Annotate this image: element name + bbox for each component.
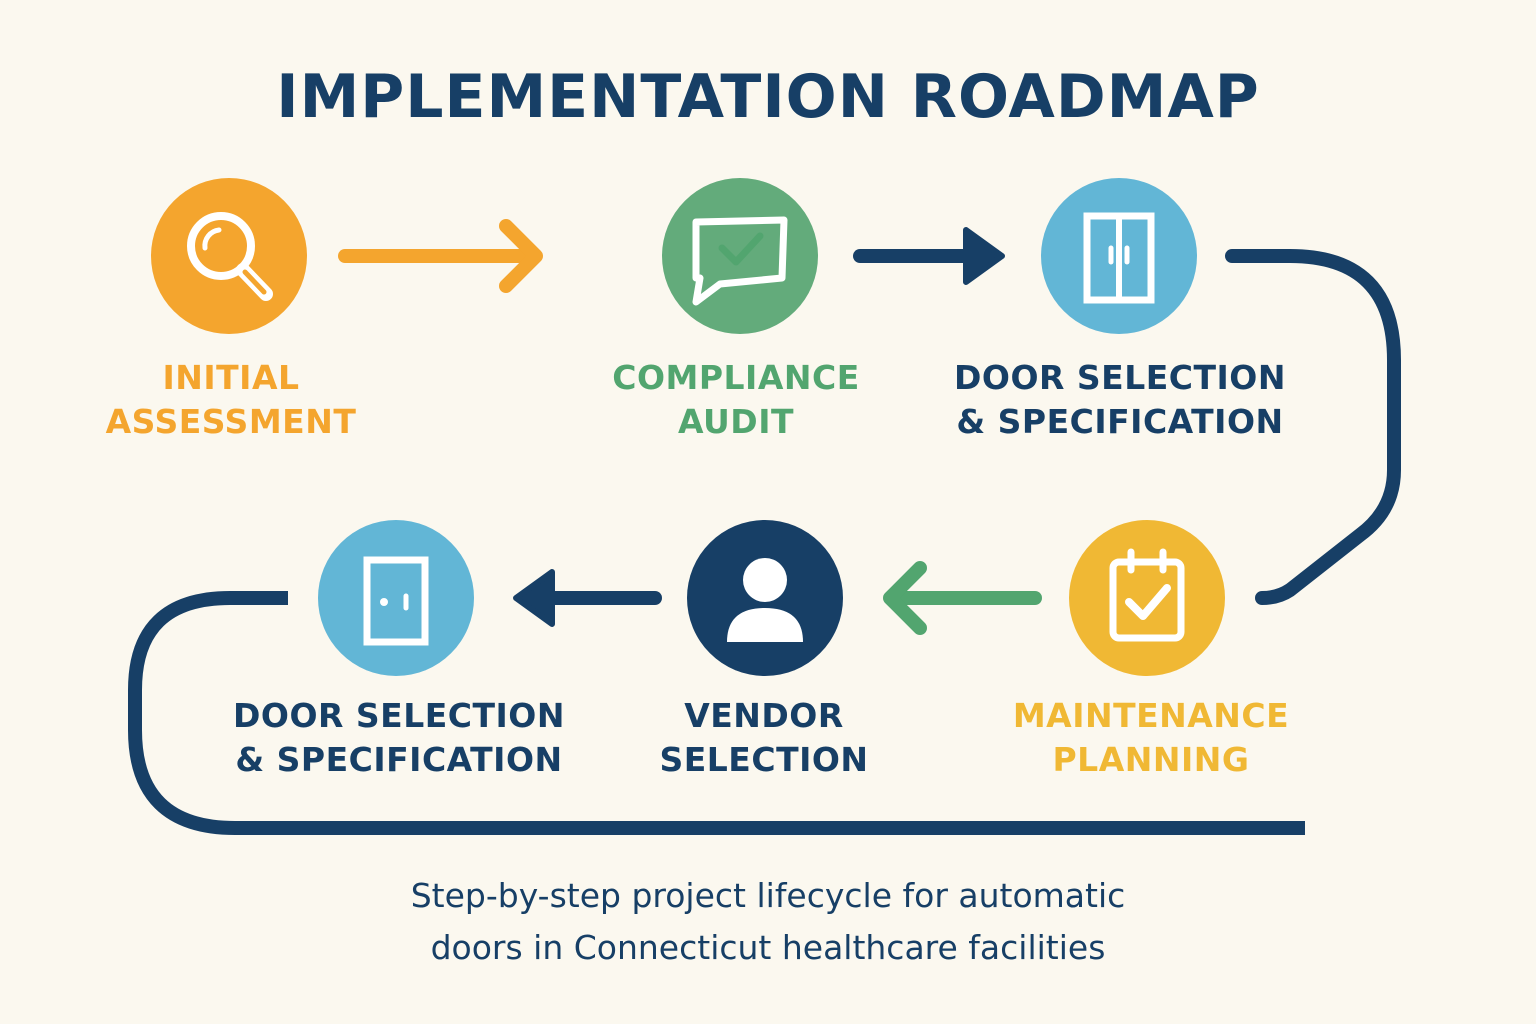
step-label-line: DOOR SELECTION	[233, 696, 565, 735]
caption-line: Step-by-step project lifecycle for autom…	[410, 876, 1126, 915]
step-vendor-selection-circle	[687, 520, 843, 676]
step-label-line: & SPECIFICATION	[235, 740, 563, 779]
magnifier-icon	[187, 212, 273, 301]
step-initial-assessment-circle	[151, 178, 307, 334]
step-maintenance-planning-label: MAINTENANCE PLANNING	[971, 694, 1331, 782]
step-initial-assessment-label: INITIAL ASSESSMENT	[51, 356, 411, 444]
step-door-selection-bottom-label: DOOR SELECTION & SPECIFICATION	[219, 694, 579, 782]
single-door-icon	[363, 556, 429, 646]
step-door-selection-top-label: DOOR SELECTION & SPECIFICATION	[940, 356, 1300, 444]
step-maintenance-planning-circle	[1069, 520, 1225, 676]
step-label-line: PLANNING	[1052, 740, 1250, 779]
step-compliance-audit-circle	[662, 178, 818, 334]
arrow-vendor-to-door-selection	[513, 569, 662, 627]
arrow-assessment-to-audit	[338, 219, 543, 293]
step-compliance-audit-label: COMPLIANCE AUDIT	[556, 356, 916, 444]
step-door-selection-top-circle	[1041, 178, 1197, 334]
arrow-maintenance-to-vendor	[883, 561, 1042, 635]
caption-line: doors in Connecticut healthcare faciliti…	[430, 928, 1106, 967]
step-label-line: AUDIT	[677, 402, 794, 441]
step-label-line: DOOR SELECTION	[954, 358, 1286, 397]
step-label-line: COMPLIANCE	[612, 358, 860, 397]
double-door-icon	[1083, 212, 1155, 304]
arrow-audit-to-door-selection	[853, 227, 1005, 285]
step-label-line: ASSESSMENT	[105, 402, 357, 441]
page-title: IMPLEMENTATION ROADMAP	[276, 62, 1260, 132]
step-label-line: MAINTENANCE	[1012, 696, 1290, 735]
step-label-line: & SPECIFICATION	[956, 402, 1284, 441]
return-loop-line	[128, 591, 1305, 835]
curve-door-selection-to-maintenance	[1225, 249, 1401, 605]
step-vendor-selection-label: VENDOR SELECTION	[584, 694, 944, 782]
checkmark-chat-icon	[692, 216, 788, 306]
clipboard-check-icon	[1109, 548, 1185, 642]
step-door-selection-bottom-circle	[318, 520, 474, 676]
step-label-line: INITIAL	[162, 358, 300, 397]
step-label-line: VENDOR	[684, 696, 844, 735]
caption: Step-by-step project lifecycle for autom…	[0, 870, 1536, 974]
step-label-line: SELECTION	[659, 740, 869, 779]
person-icon	[727, 558, 803, 642]
